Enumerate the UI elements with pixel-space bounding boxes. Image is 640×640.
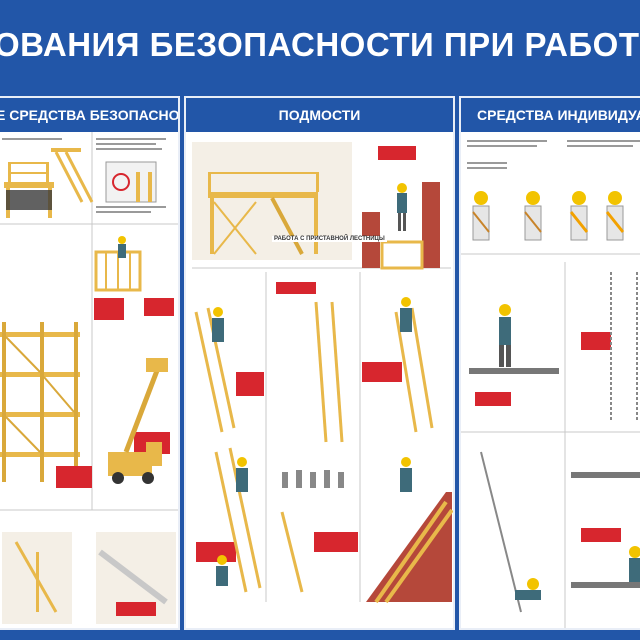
scaffold-icon	[4, 162, 54, 218]
panel-personal-protection: СРЕДСТВА ИНДИВИДУАЛЬН	[459, 96, 640, 630]
worker-figure	[397, 183, 407, 231]
scaffold-illustrations	[0, 132, 178, 624]
panel-title-safety-means: Е СРЕДСТВА БЕЗОПАСНОСТИ	[0, 98, 178, 132]
scaffold-icon	[0, 322, 80, 482]
bottom-illustrations	[2, 532, 176, 624]
lift-truck	[108, 358, 168, 484]
worker-figure	[212, 297, 412, 586]
harness-illustrations	[461, 140, 640, 628]
panel-illustrations-scaffolds: РАБОТА С ПРИСТАВНОЙ ЛЕСТНИЦЫ	[186, 132, 453, 628]
worker-figure	[480, 451, 640, 613]
ladder-icon	[194, 301, 434, 593]
harness-icon	[472, 191, 625, 241]
worker-figure	[118, 236, 126, 258]
warning-box-icon	[475, 332, 621, 542]
ladder-illustrations	[192, 142, 453, 604]
worker-figure	[469, 304, 559, 374]
warning-box-icon	[196, 146, 416, 562]
panel-illustrations-safety-means	[0, 132, 178, 628]
ladder-feet-icons	[282, 470, 344, 488]
panel-illustrations-personal-protection	[461, 132, 640, 628]
ladder-section-heading: РАБОТА С ПРИСТАВНОЙ ЛЕСТНИЦЫ	[272, 236, 387, 242]
brick-wall	[366, 492, 453, 604]
panel-title-scaffolds: ПОДМОСТИ	[186, 98, 453, 132]
panel-scaffolds: ПОДМОСТИ	[184, 96, 455, 630]
panel-title-personal-protection: СРЕДСТВА ИНДИВИДУАЛЬН	[461, 98, 640, 132]
panel-safety-means: Е СРЕДСТВА БЕЗОПАСНОСТИ	[0, 96, 180, 630]
poster-title: ОВАНИЯ БЕЗОПАСНОСТИ ПРИ РАБОТЕ НА ВЫС	[0, 26, 640, 63]
ladder-icon	[51, 148, 94, 203]
scaffold-icon	[208, 172, 319, 255]
